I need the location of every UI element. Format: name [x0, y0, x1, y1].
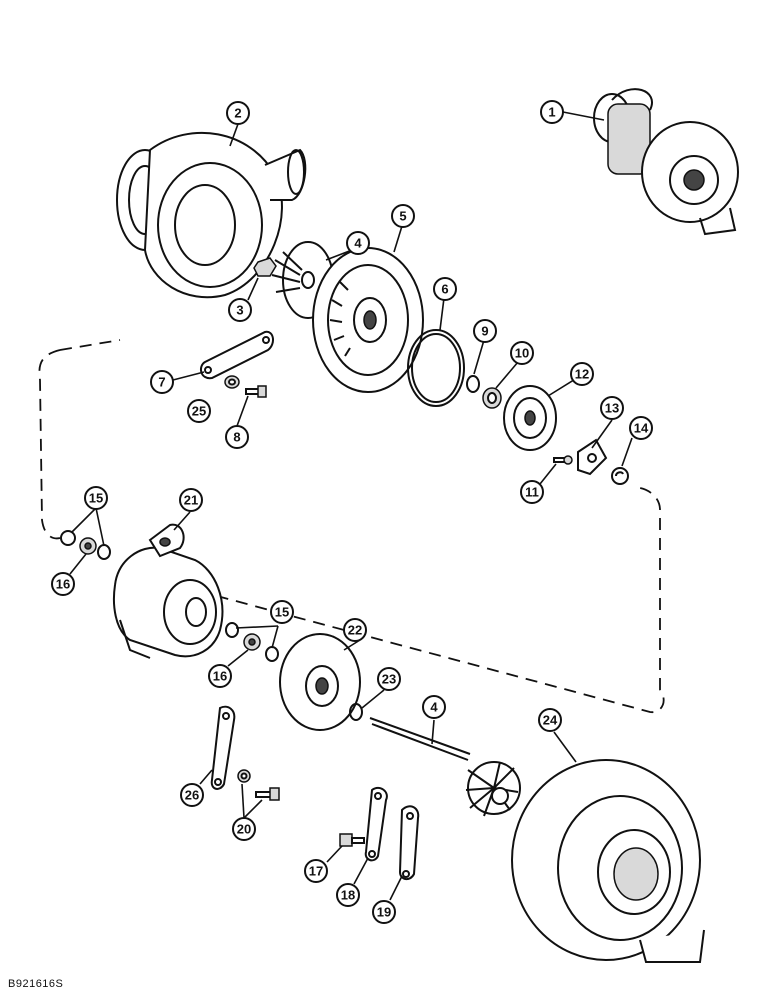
callout-25: 25 — [187, 399, 211, 423]
callout-24: 24 — [538, 708, 562, 732]
svg-text:12: 12 — [575, 367, 589, 382]
callout-2: 2 — [226, 101, 250, 125]
callout-6: 6 — [433, 277, 457, 301]
svg-text:19: 19 — [377, 905, 391, 920]
turbine-housing — [511, 759, 705, 963]
callout-4-lower: 4 — [422, 695, 446, 719]
journal-bearing-lower — [243, 633, 261, 651]
impeller-nut — [253, 257, 277, 277]
callout-4: 4 — [346, 231, 370, 255]
thrust-collar — [482, 387, 502, 409]
svg-text:26: 26 — [185, 788, 199, 803]
svg-text:25: 25 — [192, 404, 206, 419]
svg-text:3: 3 — [236, 303, 243, 318]
callout-26: 26 — [180, 783, 204, 807]
screw — [553, 455, 573, 465]
svg-text:17: 17 — [309, 864, 323, 879]
retaining-ring-c — [611, 467, 629, 485]
lock-washer-upper — [224, 375, 240, 389]
assembly-dashed-boundary — [38, 339, 665, 713]
callout-7: 7 — [150, 370, 174, 394]
svg-text:21: 21 — [184, 493, 198, 508]
bolt — [339, 833, 365, 847]
svg-text:7: 7 — [158, 375, 165, 390]
bracket-right-b — [398, 805, 420, 880]
svg-text:16: 16 — [56, 577, 70, 592]
svg-text:11: 11 — [525, 485, 539, 500]
svg-text:2: 2 — [234, 106, 241, 121]
callout-9: 9 — [473, 319, 497, 343]
svg-text:15: 15 — [89, 491, 103, 506]
figure-id-label: B921616S — [8, 978, 64, 990]
insert — [503, 385, 557, 451]
svg-text:20: 20 — [237, 822, 251, 837]
callout-21: 21 — [179, 488, 203, 512]
turbine-wheel-and-shaft — [369, 717, 521, 817]
svg-text:18: 18 — [341, 888, 355, 903]
retaining-ring-lower-right — [265, 646, 279, 662]
callout-3: 3 — [228, 298, 252, 322]
callout-1: 1 — [540, 100, 564, 124]
svg-text:23: 23 — [382, 672, 396, 687]
bracket-lower — [210, 705, 236, 790]
svg-text:24: 24 — [543, 713, 558, 728]
callout-8: 8 — [225, 425, 249, 449]
callout-11: 11 — [520, 480, 544, 504]
svg-text:5: 5 — [399, 209, 406, 224]
callout-15-lower: 15 — [270, 600, 294, 624]
piston-ring — [349, 703, 363, 721]
svg-text:16: 16 — [213, 669, 227, 684]
svg-text:4: 4 — [354, 236, 362, 251]
callout-14: 14 — [629, 416, 653, 440]
callout-12: 12 — [570, 362, 594, 386]
o-ring — [407, 329, 465, 407]
callout-13: 13 — [600, 396, 624, 420]
journal-bearing-upper — [79, 537, 97, 555]
callout-17: 17 — [304, 859, 328, 883]
svg-text:14: 14 — [634, 421, 649, 436]
svg-text:9: 9 — [481, 324, 488, 339]
callout-10: 10 — [510, 341, 534, 365]
thrust-bearing — [577, 438, 608, 476]
callout-18: 18 — [336, 883, 360, 907]
svg-text:22: 22 — [348, 623, 362, 638]
callout-22: 22 — [343, 618, 367, 642]
callout-15-upper: 15 — [84, 486, 108, 510]
cap-screw-lower — [255, 787, 280, 801]
cap-screw-upper — [245, 385, 267, 398]
svg-text:10: 10 — [515, 346, 529, 361]
bracket-right-a — [364, 786, 388, 862]
svg-text:4: 4 — [430, 700, 438, 715]
callout-16-upper: 16 — [51, 572, 75, 596]
svg-text:1: 1 — [548, 105, 555, 120]
callout-5: 5 — [391, 204, 415, 228]
leader-lines — [69, 111, 633, 901]
callout-20: 20 — [232, 817, 256, 841]
turbocharger-assembly — [593, 88, 739, 236]
compressor-backplate — [312, 247, 424, 393]
svg-text:8: 8 — [233, 430, 240, 445]
heat-shield — [279, 633, 361, 731]
retaining-ring-lower-left — [225, 622, 239, 638]
retaining-ring-upper-left — [60, 530, 76, 546]
svg-text:13: 13 — [605, 401, 619, 416]
svg-text:15: 15 — [275, 605, 289, 620]
callout-19: 19 — [372, 900, 396, 924]
callout-23: 23 — [377, 667, 401, 691]
svg-text:6: 6 — [441, 282, 448, 297]
compressor-housing — [116, 131, 307, 299]
lock-washer-lower — [237, 769, 251, 783]
center-housing — [112, 523, 224, 659]
bracket-upper — [199, 330, 274, 380]
callout-16-lower: 16 — [208, 664, 232, 688]
retaining-ring-upper-right — [97, 544, 111, 560]
seal-ring — [466, 375, 480, 393]
